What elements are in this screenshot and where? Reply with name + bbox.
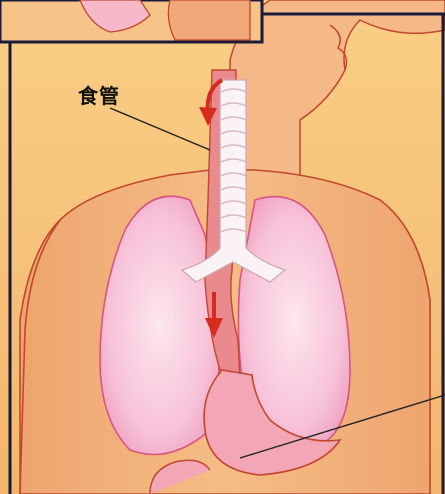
esophagus-label: 食管 xyxy=(78,80,120,109)
inset-neck-part xyxy=(168,0,250,40)
